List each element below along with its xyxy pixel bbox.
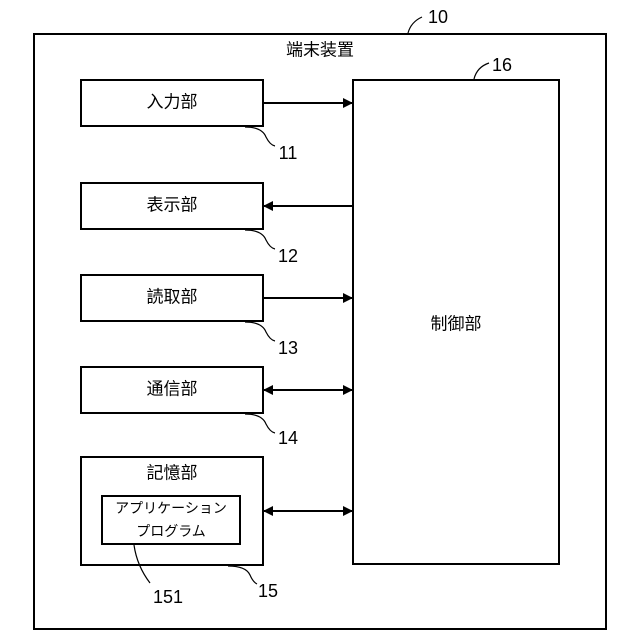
control-ref-numeral: 16 bbox=[492, 56, 512, 74]
display-leader-line bbox=[245, 230, 275, 249]
terminal-device-label: 端末装置 bbox=[286, 43, 354, 60]
terminal-ref-numeral: 10 bbox=[428, 8, 448, 26]
storage-leader-line bbox=[228, 566, 257, 584]
input-unit-label: 入力部 bbox=[147, 95, 198, 112]
application-ref-numeral: 151 bbox=[153, 588, 183, 606]
input-leader-line bbox=[245, 127, 275, 146]
reader-ref-numeral: 13 bbox=[278, 339, 298, 357]
application-label-line2: プログラム bbox=[136, 525, 206, 539]
communication-unit-label: 通信部 bbox=[147, 382, 198, 399]
input-ref-numeral: 11 bbox=[279, 144, 298, 162]
storage-unit-label: 記憶部 bbox=[147, 466, 198, 483]
application-label-line1: アプリケーション bbox=[115, 502, 227, 516]
terminal-leader-line bbox=[408, 17, 422, 33]
display-unit-label: 表示部 bbox=[147, 198, 198, 215]
reader-unit-label: 読取部 bbox=[147, 290, 198, 307]
terminal-device-box bbox=[34, 34, 606, 629]
communication-leader-line bbox=[245, 414, 275, 433]
storage-ref-numeral: 15 bbox=[258, 582, 278, 600]
reader-leader-line bbox=[245, 322, 275, 341]
control-unit-label: 制御部 bbox=[431, 317, 482, 334]
display-ref-numeral: 12 bbox=[278, 247, 298, 265]
communication-ref-numeral: 14 bbox=[278, 429, 298, 447]
control-leader-line bbox=[474, 63, 489, 79]
